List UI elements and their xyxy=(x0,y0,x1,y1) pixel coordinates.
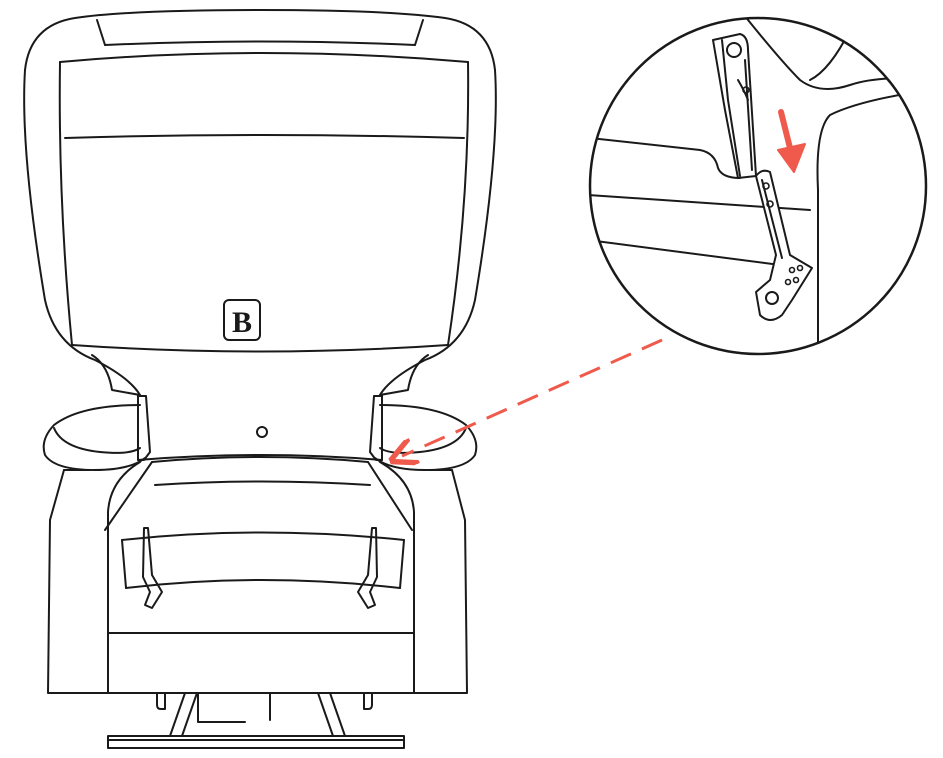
lift-chair-illustration: B xyxy=(23,9,497,749)
chair-seat-body xyxy=(47,456,468,694)
chair-base xyxy=(107,692,405,749)
detail-zoom-circle xyxy=(588,16,928,356)
seat-bracket-icon xyxy=(755,169,813,321)
part-label-text: B xyxy=(232,306,252,339)
chair-backrest xyxy=(23,9,497,461)
dashed-callout-arrow xyxy=(402,338,663,456)
backrest-bracket-icon xyxy=(712,33,757,179)
downward-arrow-icon xyxy=(777,109,806,173)
part-label-b: B xyxy=(223,299,261,341)
